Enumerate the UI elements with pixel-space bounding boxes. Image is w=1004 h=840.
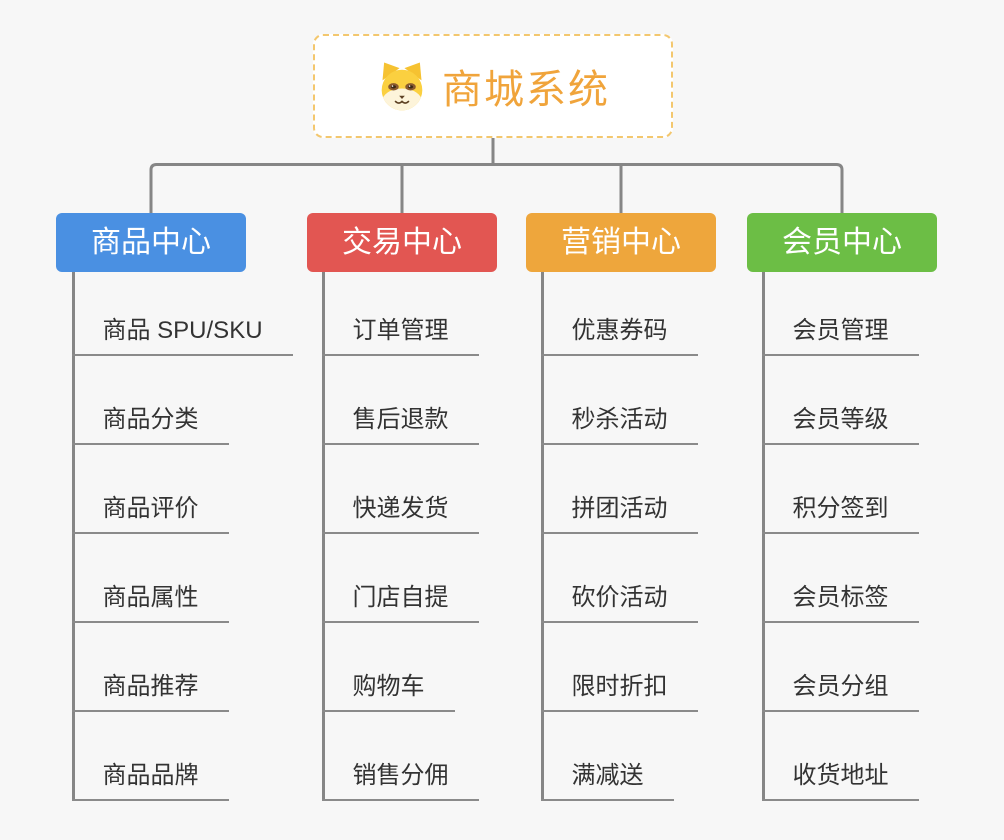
leaf-node[interactable]: 商品 SPU/SKU: [71, 316, 293, 356]
leaf-node[interactable]: 订单管理: [321, 316, 479, 356]
root-node[interactable]: 商城系统: [313, 34, 673, 138]
leaf-node[interactable]: 拼团活动: [540, 494, 698, 534]
leaf-node[interactable]: 商品推荐: [71, 672, 229, 712]
leaf-node[interactable]: 快递发货: [321, 494, 479, 534]
leaf-node[interactable]: 商品分类: [71, 405, 229, 445]
leaf-node[interactable]: 会员等级: [761, 405, 919, 445]
leaf-node[interactable]: 商品评价: [71, 494, 229, 534]
leaf-node[interactable]: 会员标签: [761, 583, 919, 623]
leaf-node[interactable]: 砍价活动: [540, 583, 698, 623]
leaf-node[interactable]: 售后退款: [321, 405, 479, 445]
leaf-node[interactable]: 会员分组: [761, 672, 919, 712]
leaf-node[interactable]: 购物车: [321, 672, 455, 712]
leaf-node[interactable]: 优惠券码: [540, 316, 698, 356]
branch-node-marketing-center[interactable]: 营销中心: [526, 213, 716, 272]
branch-column-trade: 订单管理 售后退款 快递发货 门店自提 购物车 销售分佣: [321, 272, 565, 801]
leaf-node[interactable]: 门店自提: [321, 583, 479, 623]
leaf-node[interactable]: 会员管理: [761, 316, 919, 356]
branch-column-member: 会员管理 会员等级 积分签到 会员标签 会员分组 收货地址: [761, 272, 1004, 801]
branch-node-member-center[interactable]: 会员中心: [747, 213, 937, 272]
leaf-node[interactable]: 秒杀活动: [540, 405, 698, 445]
branch-node-product-center[interactable]: 商品中心: [56, 213, 246, 272]
leaf-node[interactable]: 商品品牌: [71, 761, 229, 801]
dog-face-icon: [376, 60, 428, 112]
leaf-node[interactable]: 商品属性: [71, 583, 229, 623]
leaf-node[interactable]: 销售分佣: [321, 761, 479, 801]
branch-column-product: 商品 SPU/SKU 商品分类 商品评价 商品属性 商品推荐 商品品牌: [71, 272, 315, 801]
branch-node-trade-center[interactable]: 交易中心: [307, 213, 497, 272]
leaf-node[interactable]: 限时折扣: [540, 672, 698, 712]
leaf-node[interactable]: 积分签到: [761, 494, 919, 534]
branch-column-marketing: 优惠券码 秒杀活动 拼团活动 砍价活动 限时折扣 满减送: [540, 272, 784, 801]
leaf-node[interactable]: 收货地址: [761, 761, 919, 801]
root-title: 商城系统: [442, 68, 610, 112]
connector-horizontal-bar: [149, 163, 844, 214]
leaf-node[interactable]: 满减送: [540, 761, 674, 801]
